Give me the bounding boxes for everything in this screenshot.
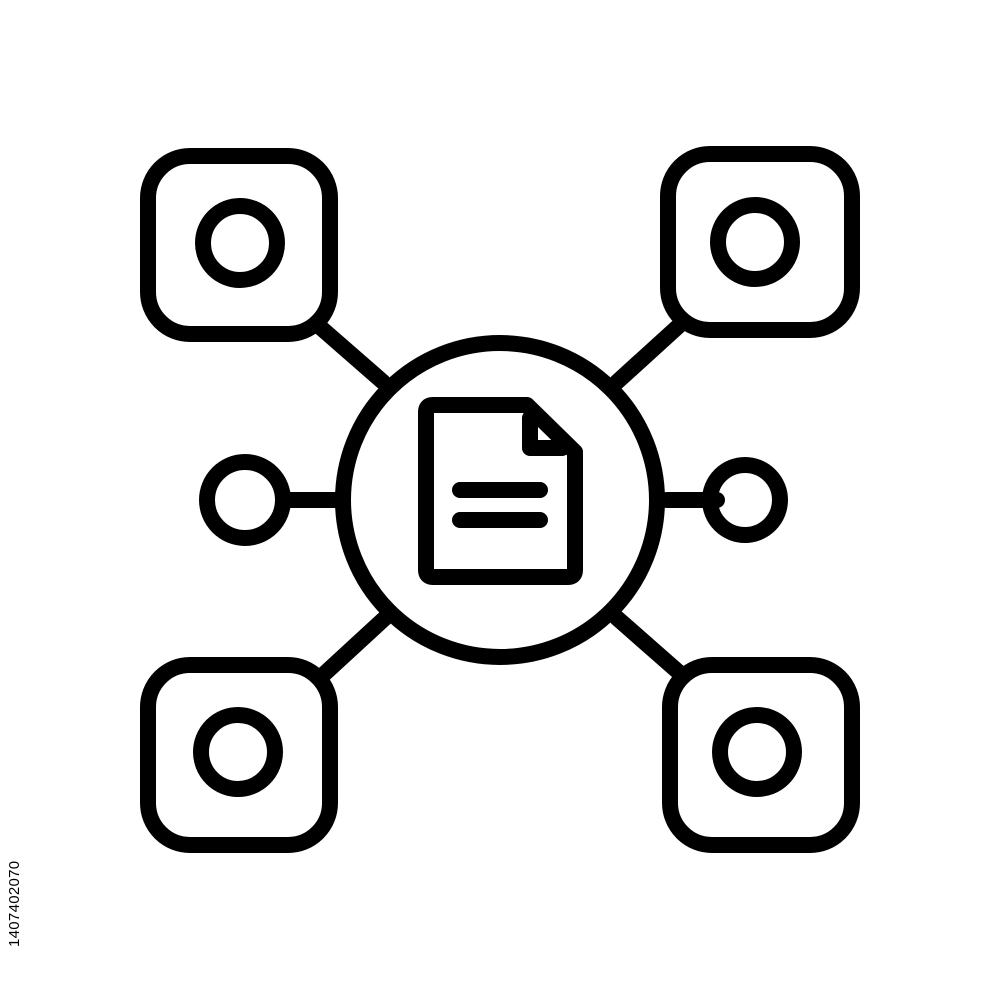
left-node-icon <box>199 454 291 546</box>
connector-lines <box>275 314 725 684</box>
top-right-node-icon <box>660 146 860 338</box>
connector-bottom-right <box>609 610 691 684</box>
top-left-node-box <box>140 148 338 342</box>
top-right-node-box <box>660 146 860 338</box>
top-left-node-icon <box>140 148 338 342</box>
hub-circle <box>335 335 665 665</box>
document-icon <box>418 397 583 585</box>
stock-id-label: 1407402070 <box>6 860 23 947</box>
right-node-icon <box>702 457 788 543</box>
connector-bottom-left <box>314 610 393 684</box>
top-left-node-dot <box>195 198 285 288</box>
bottom-right-node-box <box>662 657 860 853</box>
top-right-node-dot <box>710 197 800 287</box>
bottom-left-node-dot <box>193 707 283 797</box>
bottom-right-node-dot <box>712 707 802 797</box>
bottom-left-node-icon <box>140 657 338 853</box>
document-fold <box>522 410 570 456</box>
connector-top-left <box>312 319 391 390</box>
bottom-left-node-box <box>140 657 338 853</box>
document-page <box>418 397 583 585</box>
connector-top-right <box>609 314 691 390</box>
bottom-right-node-icon <box>662 657 860 853</box>
